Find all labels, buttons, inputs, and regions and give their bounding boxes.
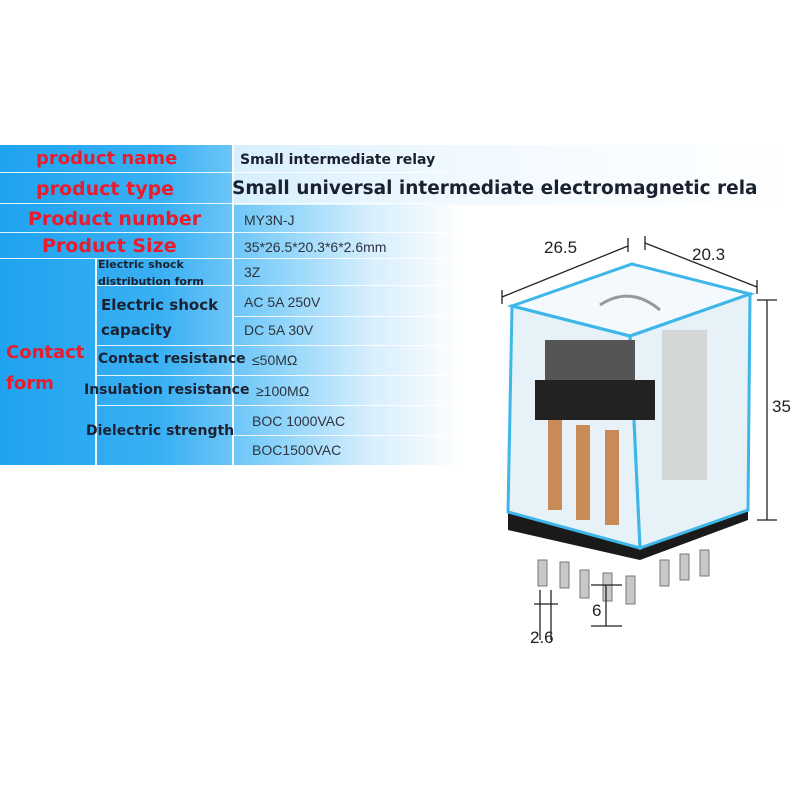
height-dimension-label: 35 [772,397,791,416]
product-name-value: Small intermediate relay [240,152,436,168]
row-divider [232,316,450,317]
capacity-label: Electric shock [101,296,219,314]
row-divider [95,285,450,286]
row-divider [0,232,450,233]
row-divider [0,258,450,259]
product-type-label: product type [36,178,175,200]
row-divider [95,375,450,376]
width-dimension-label: 26.5 [544,238,578,257]
column-divider [232,145,234,465]
capacity-label-line2: capacity [101,321,172,339]
capacity-dc-value: DC 5A 30V [244,322,314,338]
product-number-label: Product number [28,208,202,230]
relay-pins [537,549,710,605]
product-size-label: Product Size [42,235,177,257]
spec-table-right-strip [232,145,800,205]
dielectric-value-2: BOC1500VAC [252,442,342,458]
product-number-value: MY3N-J [244,212,295,228]
column-divider [95,258,97,465]
contact-resistance-label: Contact resistance [98,351,246,367]
row-divider [95,345,450,346]
capacity-ac-value: AC 5A 250V [244,294,321,310]
distribution-form-value: 3Z [244,264,261,280]
pin-spacing-dimension-label: 2.6 [530,628,554,647]
product-type-value: Small universal intermediate electromagn… [232,178,758,199]
insulation-resistance-label: Insulation resistance [84,382,250,398]
distribution-form-label: Electric shock [98,258,184,271]
relay-base [508,500,748,560]
row-divider [0,172,450,173]
contact-resistance-value: ≤50MΩ [252,352,298,368]
depth-dimension-label: 20.3 [692,245,726,264]
row-divider [0,203,450,204]
product-size-value: 35*26.5*20.3*6*2.6mm [244,239,387,255]
pin-length-dimension-label: 6 [592,601,602,620]
contact-form-label: Contact [6,342,85,363]
product-name-label: product name [36,148,178,169]
row-divider [95,405,450,406]
distribution-form-label-line2: distribution form [98,275,204,288]
relay-armature [535,380,655,420]
dielectric-value-1: BOC 1000VAC [252,413,346,429]
insulation-resistance-value: ≥100MΩ [256,383,310,399]
row-divider [232,435,450,436]
contact-form-label-line2: form [6,373,54,394]
dielectric-strength-label: Dielectric strength [86,423,235,439]
